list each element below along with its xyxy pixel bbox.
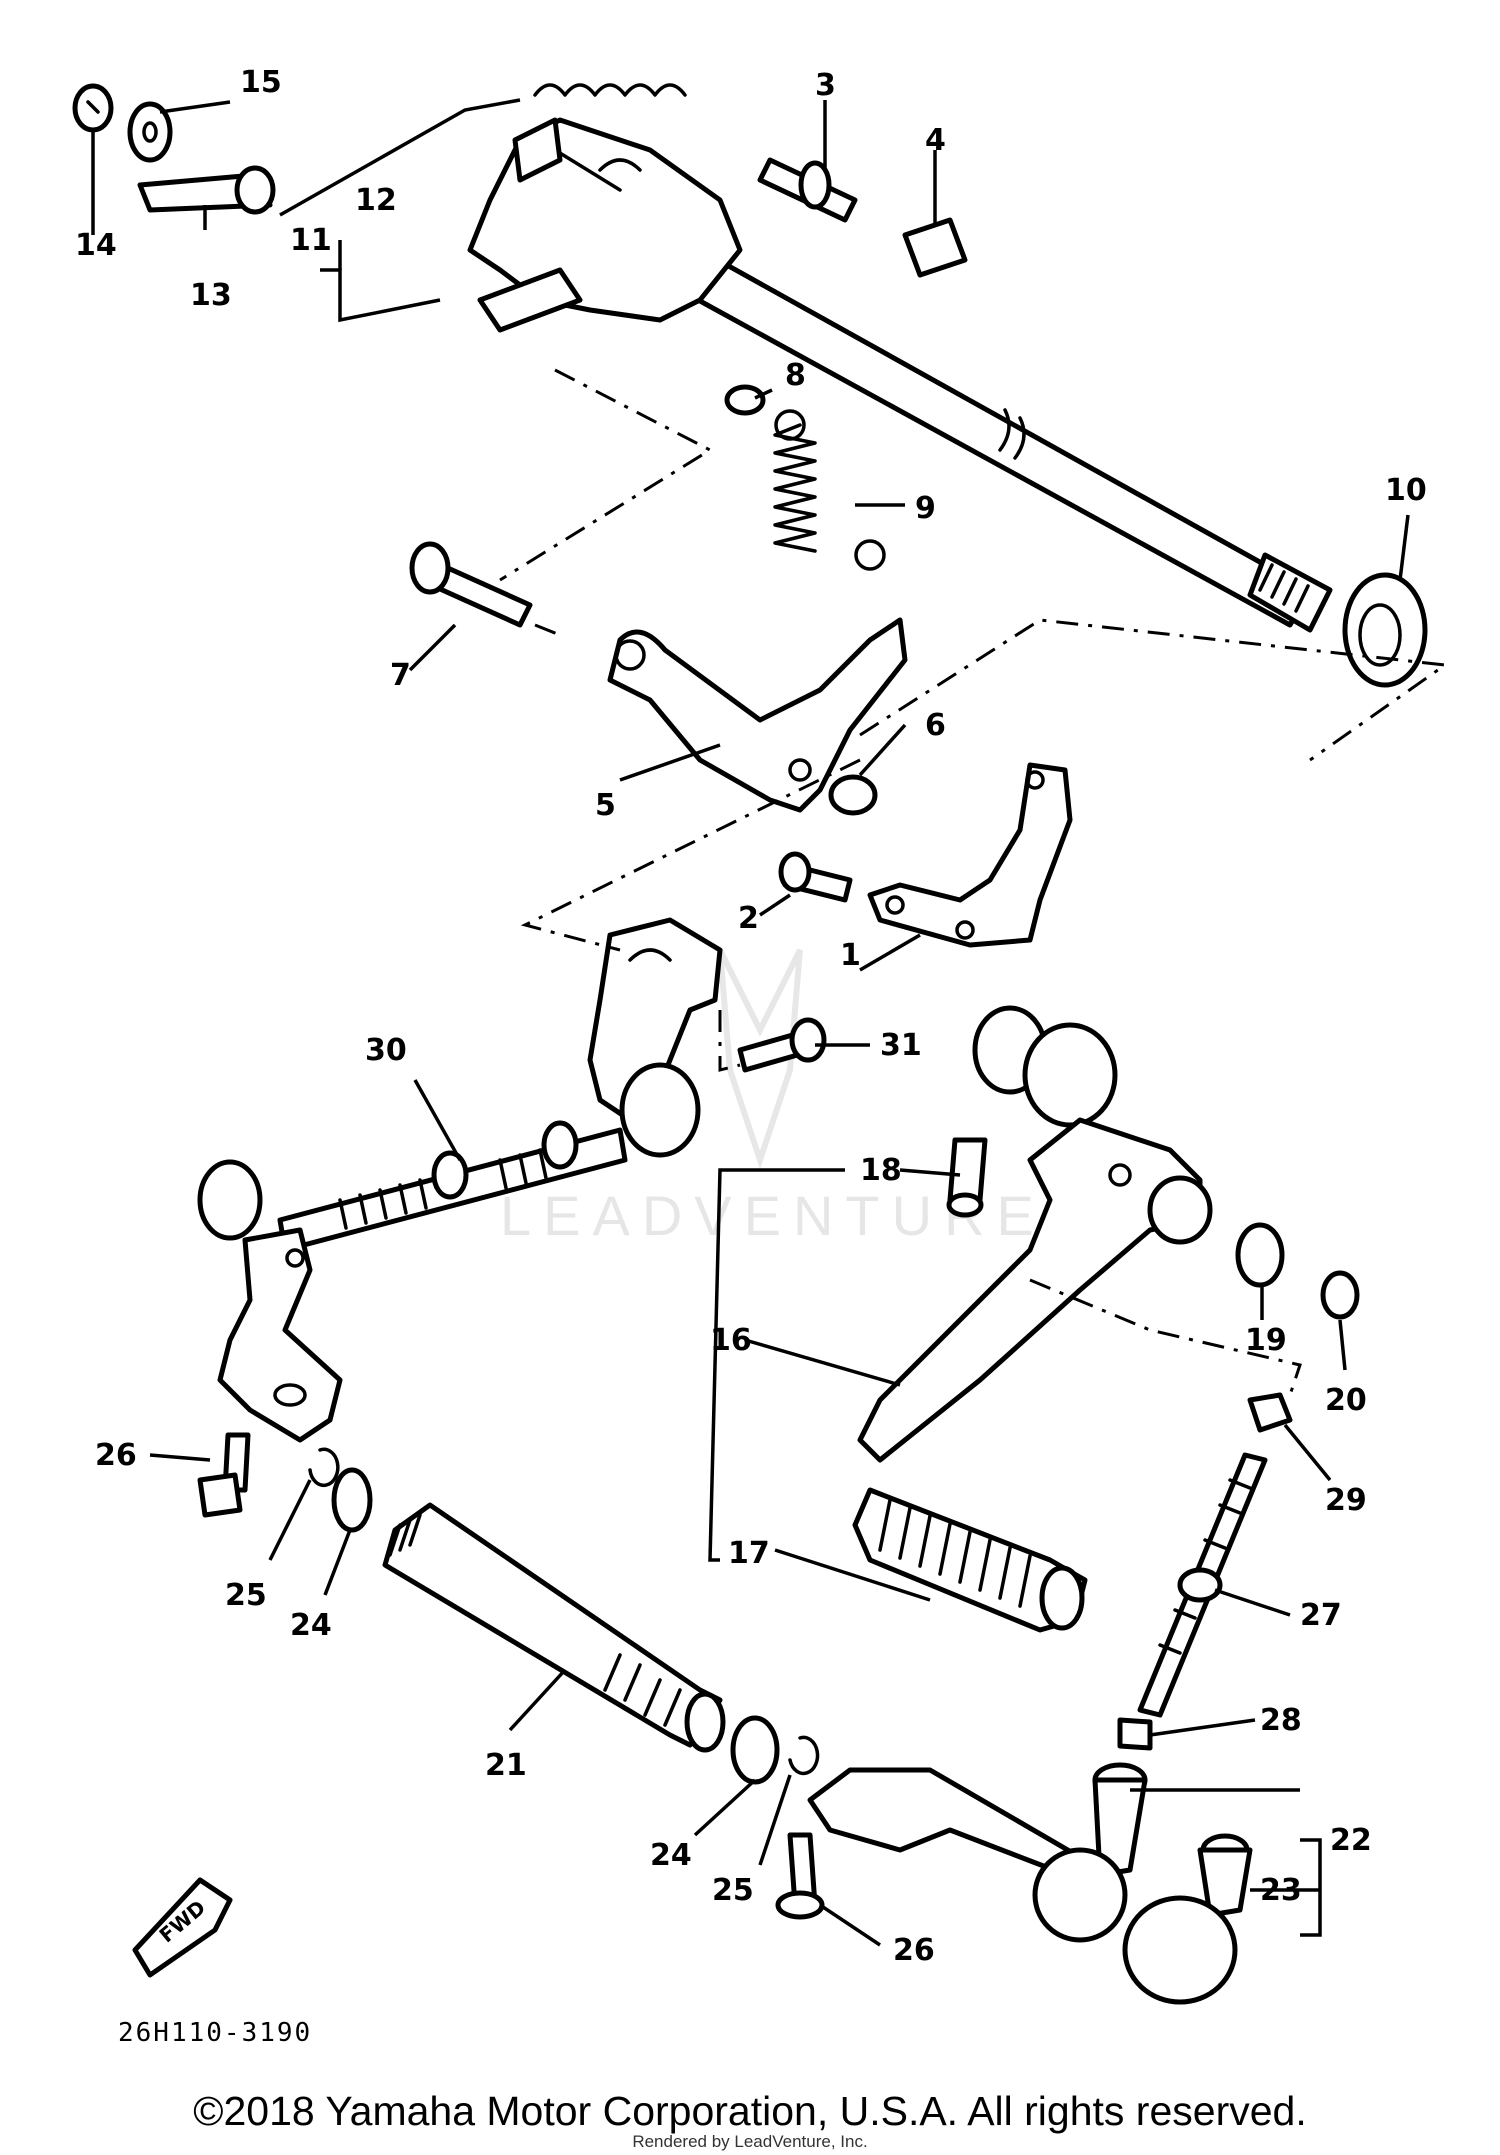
callout-5: 5 bbox=[595, 788, 616, 823]
callout-28: 28 bbox=[1260, 1703, 1302, 1738]
copyright-notice: ©2018 Yamaha Motor Corporation, U.S.A. A… bbox=[193, 2088, 1307, 2134]
washer-24-left bbox=[331, 1467, 373, 1533]
clip-4 bbox=[902, 217, 968, 278]
diagram-code: 26H110-3190 bbox=[118, 2018, 313, 2048]
callout-2: 2 bbox=[738, 901, 759, 936]
callout-24: 24 bbox=[290, 1608, 332, 1643]
washer-19 bbox=[1235, 1222, 1285, 1288]
callout-4: 4 bbox=[925, 123, 946, 158]
callout-12: 12 bbox=[355, 183, 397, 218]
callout-16: 16 bbox=[710, 1323, 752, 1358]
callout-3: 3 bbox=[815, 68, 836, 103]
clip-14 bbox=[72, 83, 114, 133]
callout-10: 10 bbox=[1385, 473, 1427, 508]
callout-24-right: 24 bbox=[650, 1838, 692, 1873]
oil-seal-10 bbox=[1342, 572, 1428, 688]
bolt-7 bbox=[409, 541, 533, 628]
pivot-18 bbox=[946, 1137, 988, 1218]
watermark-text: LEADVENTURE bbox=[500, 1184, 1046, 1247]
callout-17: 17 bbox=[728, 1536, 770, 1571]
spring-9 bbox=[773, 409, 886, 571]
callout-labels: 1 2 3 4 5 6 7 8 9 10 11 12 13 14 15 16 1… bbox=[75, 65, 1427, 1968]
leader-lines bbox=[91, 98, 1410, 1947]
bolt-3 bbox=[757, 157, 858, 223]
nut-28 bbox=[1117, 1717, 1153, 1751]
shift-shaft-21 bbox=[382, 1502, 726, 1753]
callout-30: 30 bbox=[365, 1033, 407, 1068]
callout-25: 25 bbox=[225, 1578, 267, 1613]
callout-15: 15 bbox=[240, 65, 282, 100]
callout-11: 11 bbox=[290, 223, 332, 258]
collar-6 bbox=[828, 774, 878, 816]
bracket-1 bbox=[867, 762, 1073, 948]
callout-29: 29 bbox=[1325, 1483, 1367, 1518]
bolt-2 bbox=[778, 851, 853, 903]
rendered-by-notice: Rendered by LeadVenture, Inc. bbox=[632, 2132, 868, 2151]
clip-20 bbox=[1320, 1270, 1360, 1320]
bolt-26-left bbox=[197, 1432, 251, 1518]
nut-8 bbox=[724, 384, 766, 416]
callout-20: 20 bbox=[1325, 1383, 1367, 1418]
callout-9: 9 bbox=[915, 491, 936, 526]
rubber-23 bbox=[1122, 1833, 1253, 2005]
callout-23: 23 bbox=[1260, 1873, 1302, 1908]
callout-22: 22 bbox=[1330, 1823, 1372, 1858]
washer-24-right bbox=[730, 1715, 780, 1785]
callout-27: 27 bbox=[1300, 1598, 1342, 1633]
pedal-lever-22 bbox=[807, 1762, 1148, 1943]
callout-14: 14 bbox=[75, 228, 117, 263]
circlip-25-right bbox=[788, 1735, 820, 1776]
callout-13: 13 bbox=[190, 278, 232, 313]
bolt-31 bbox=[737, 1017, 827, 1073]
washer-15 bbox=[127, 101, 173, 163]
callout-6: 6 bbox=[925, 708, 946, 743]
grip-17 bbox=[852, 1487, 1088, 1633]
shift-shaft-assembly bbox=[467, 83, 1333, 633]
callout-25-right: 25 bbox=[712, 1873, 754, 1908]
tie-rod-30 bbox=[277, 1120, 628, 1253]
callout-31: 31 bbox=[880, 1028, 922, 1063]
bolt-26-bottom bbox=[775, 1832, 825, 1920]
alignment-lines bbox=[499, 368, 1450, 1396]
front-arrow-icon: FWD bbox=[132, 1877, 233, 1978]
callout-19: 19 bbox=[1245, 1323, 1287, 1358]
callout-7: 7 bbox=[390, 658, 411, 693]
nut-29 bbox=[1247, 1392, 1293, 1433]
pin-13 bbox=[137, 165, 276, 215]
circlip-25-left bbox=[308, 1447, 340, 1488]
callout-26-bottom: 26 bbox=[893, 1933, 935, 1968]
callout-26: 26 bbox=[95, 1438, 137, 1473]
callout-1: 1 bbox=[840, 938, 861, 973]
adjuster-27 bbox=[1137, 1452, 1268, 1718]
shift-lever-lower bbox=[197, 1159, 343, 1443]
callout-21: 21 bbox=[485, 1748, 527, 1783]
callout-8: 8 bbox=[785, 358, 806, 393]
callout-18: 18 bbox=[860, 1153, 902, 1188]
shift-pedal-16 bbox=[857, 1005, 1213, 1463]
watermark: LEADVENTURE bbox=[500, 948, 1046, 1247]
shift-lever-upper bbox=[587, 917, 723, 1158]
stopper-lever-5 bbox=[607, 617, 908, 813]
